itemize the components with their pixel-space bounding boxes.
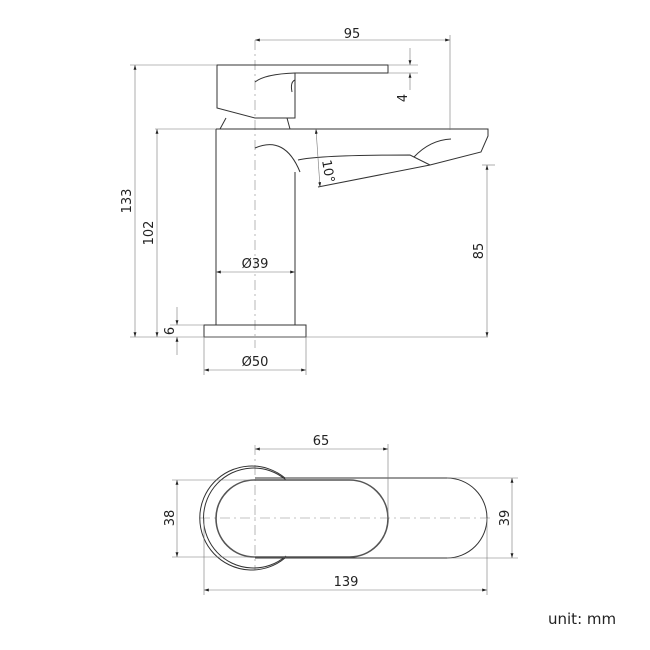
spout	[216, 128, 489, 188]
dim-95: 95	[344, 27, 361, 42]
dimension-lines	[130, 35, 495, 375]
dim-angle: 10°	[318, 159, 337, 184]
handle-detail	[254, 72, 296, 93]
dim-39: 39	[498, 510, 513, 527]
top-view: 65 38 39 139	[163, 434, 518, 595]
dim-102: 102	[142, 221, 157, 246]
base-circle	[203, 467, 287, 569]
dim-6: 6	[163, 327, 178, 335]
base-circle-outer	[199, 465, 286, 571]
body	[215, 129, 296, 325]
spout-detail	[254, 138, 452, 173]
side-view: 95 4 133 102 6 85 10° Ø39 Ø50	[120, 27, 495, 375]
dim-body-diameter: Ø39	[242, 257, 269, 272]
dim-139: 139	[334, 575, 359, 590]
dim-65: 65	[313, 434, 330, 449]
dim-38: 38	[163, 510, 178, 527]
handle	[216, 64, 389, 119]
dim-base-diameter: Ø50	[242, 355, 269, 370]
dim-85: 85	[472, 243, 487, 260]
dim-4: 4	[396, 94, 411, 102]
dim-133: 133	[120, 189, 135, 214]
dimension-lines	[172, 444, 518, 595]
unit-label: unit: mm	[548, 610, 616, 628]
handle-outline	[215, 479, 389, 558]
neck	[219, 117, 291, 130]
